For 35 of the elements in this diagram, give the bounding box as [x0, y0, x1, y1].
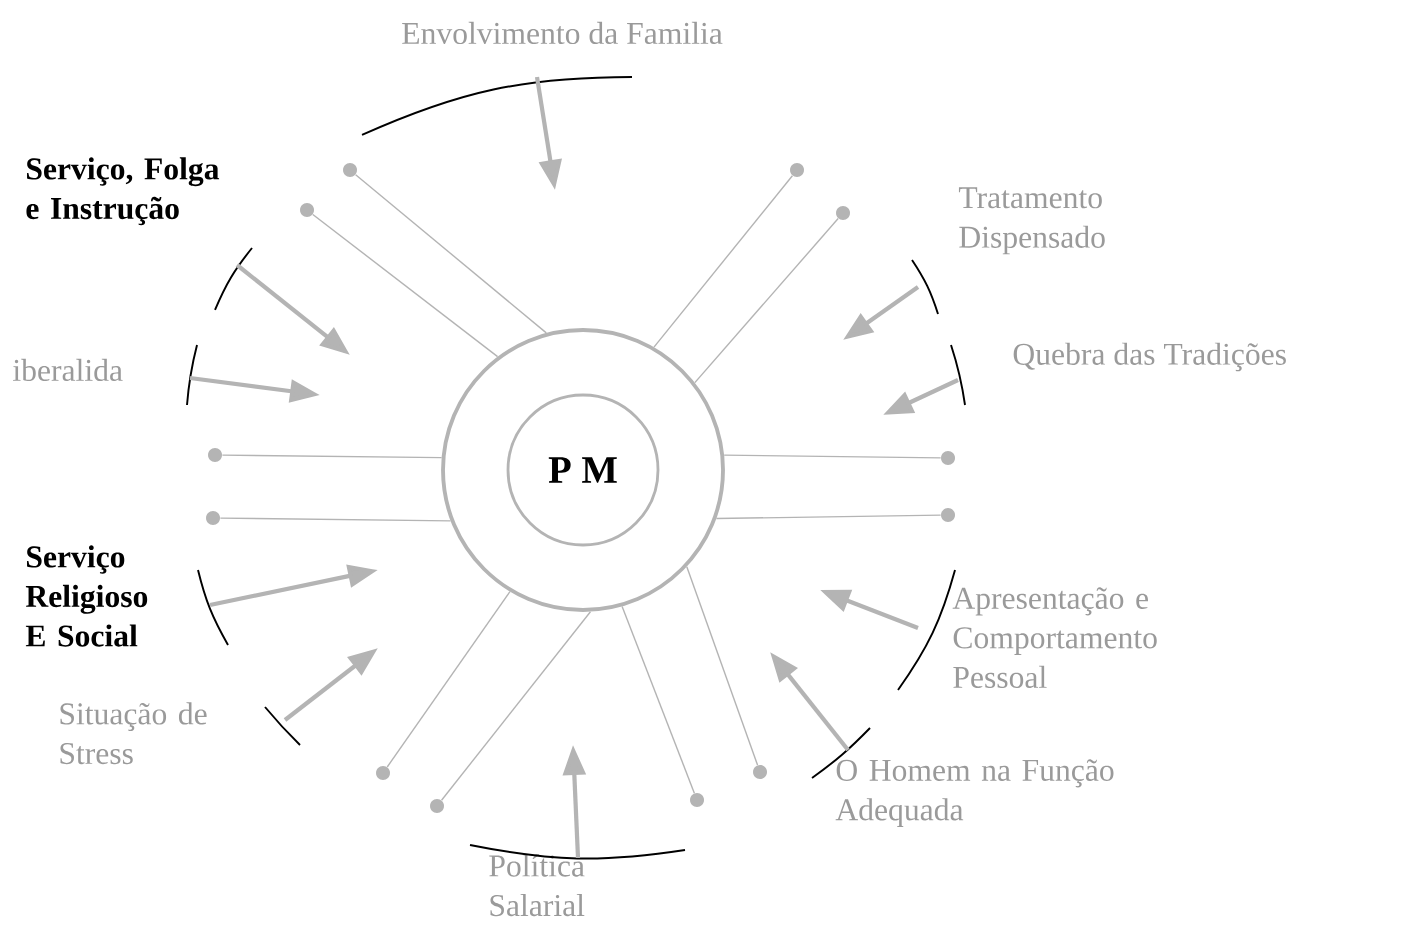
- spoke-line: [219, 517, 452, 522]
- factor-label: Serviço, Folga e Instrução: [26, 157, 220, 226]
- spoke-line: [621, 605, 696, 794]
- end-dot: [300, 203, 314, 217]
- end-dot: [206, 511, 220, 525]
- end-dot: [753, 765, 767, 779]
- factor-label: Quebra das Tradições: [1013, 342, 1286, 372]
- end-dot: [941, 451, 955, 465]
- spoke-line: [686, 566, 759, 766]
- factor-label: Tratamento Dispensado: [958, 187, 1105, 255]
- end-dot: [208, 448, 222, 462]
- end-dot: [430, 799, 444, 813]
- factor-label: Envolvimento da Familia: [402, 21, 723, 45]
- end-dot: [941, 508, 955, 522]
- factor-label: Política Salarial: [489, 854, 585, 917]
- end-dot: [836, 206, 850, 220]
- end-dot: [790, 163, 804, 177]
- end-dot: [376, 766, 390, 780]
- end-dot: [343, 163, 357, 177]
- spoke-line: [694, 217, 839, 384]
- factor-label: Situação de Stress: [60, 702, 207, 765]
- spoke-line: [723, 454, 942, 459]
- factor-label: Apresentação e Comportamento Pessoal: [952, 587, 1157, 689]
- end-dot: [690, 793, 704, 807]
- factor-label: iberalida: [13, 358, 123, 382]
- spoke-line: [354, 174, 547, 334]
- spoke-line: [653, 175, 794, 348]
- factor-label: Serviço Religioso E Social: [25, 545, 148, 647]
- spoke-line: [386, 590, 511, 768]
- outer-circle: [441, 328, 725, 612]
- spoke-line: [715, 514, 942, 520]
- spoke-line: [440, 611, 592, 801]
- spoke-line: [221, 454, 443, 459]
- factor-label: O Homem na Função Adequada: [835, 759, 1114, 827]
- spoke-line: [312, 213, 499, 358]
